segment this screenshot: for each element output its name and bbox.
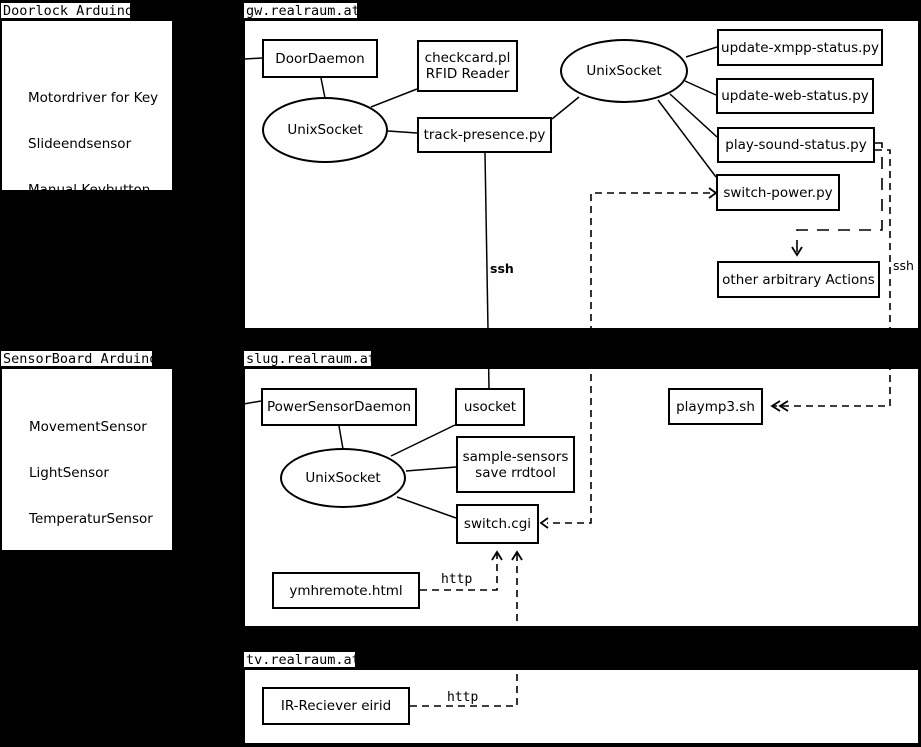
edge-label-http-ymh: http — [441, 572, 473, 587]
node-switch-cgi: switch.cgi — [456, 504, 539, 544]
node-track-presence: track-presence.py — [417, 117, 552, 153]
node-checkcard-line2: RFID Reader — [425, 66, 510, 82]
node-checkcard-line1: checkcard.pl — [424, 50, 511, 66]
edge-label-ssh-right: ssh — [893, 258, 914, 273]
node-ymhremote: ymhremote.html — [272, 572, 420, 609]
sensorboard-line: IR Emitter Diode — [29, 649, 141, 666]
node-ir-reciever: IR-Reciever eirid — [262, 687, 410, 725]
node-sample-sensors-line1: sample-sensors — [462, 448, 569, 465]
doorlock-info-text: Motordriver for Key Slideendsensor Manua… — [28, 60, 158, 276]
dashed-edges — [410, 149, 891, 707]
node-unixsocket-gw2: UnixSocket — [560, 39, 688, 103]
node-sample-sensors-line2: save rrdtool — [475, 464, 556, 481]
sensorboard-line: Status leds — [29, 696, 104, 713]
node-usocket: usocket — [455, 388, 525, 426]
cluster-sensorboard-body — [0, 367, 174, 552]
doorlock-line: Status leds — [28, 228, 103, 245]
cluster-sensorboard-label: SensorBoard Arduino — [0, 350, 153, 367]
long-dashed-edge — [796, 142, 883, 254]
node-update-xmpp: update-xmpp-status.py — [717, 29, 883, 66]
cluster-gw-label: gw.realraum.at — [243, 2, 358, 19]
cluster-tv-label: tv.realraum.at — [243, 651, 356, 668]
arrowheads — [491, 187, 803, 561]
edge-label-ssh-main: ssh — [490, 261, 514, 276]
doorlock-line: Slideendsensor — [28, 136, 132, 153]
node-playmp3: playmp3.sh — [668, 388, 763, 425]
node-unixsocket-slug: UnixSocket — [280, 448, 406, 508]
sensorboard-line: Button — [29, 557, 75, 574]
edge-label-http-tv: http — [447, 690, 479, 705]
cluster-doorlock-label: Doorlock Arduino — [0, 2, 131, 19]
node-other-actions: other arbitrary Actions — [717, 261, 880, 298]
node-sample-sensors: sample-sensors save rrdtool — [456, 436, 575, 493]
node-door-daemon: DoorDaemon — [262, 39, 378, 78]
node-play-sound: play-sound-status.py — [717, 127, 875, 163]
node-switch-power: switch-power.py — [716, 174, 840, 211]
doorlock-line: Manual Keybutton — [28, 182, 151, 199]
sensorboard-line: rf433ctl Antenna — [29, 603, 143, 620]
node-checkcard: checkcard.pl RFID Reader — [417, 40, 518, 92]
sensorboard-line: MovementSensor — [29, 418, 147, 435]
node-unixsocket-gw1: UnixSocket — [262, 97, 388, 163]
sensorboard-line: TemperaturSensor — [29, 511, 153, 528]
node-update-web: update-web-status.py — [716, 78, 874, 114]
sensorboard-line: LightSensor — [29, 465, 109, 482]
cluster-doorlock-body — [0, 19, 174, 192]
node-power-sensor-daemon: PowerSensorDaemon — [261, 388, 417, 426]
doorlock-line: Motordriver for Key — [28, 89, 159, 106]
solid-edges — [173, 46, 718, 519]
cluster-slug-label: slug.realraum.at — [243, 350, 372, 367]
sensorboard-info-text: MovementSensor LightSensor TemperaturSen… — [29, 389, 153, 743]
